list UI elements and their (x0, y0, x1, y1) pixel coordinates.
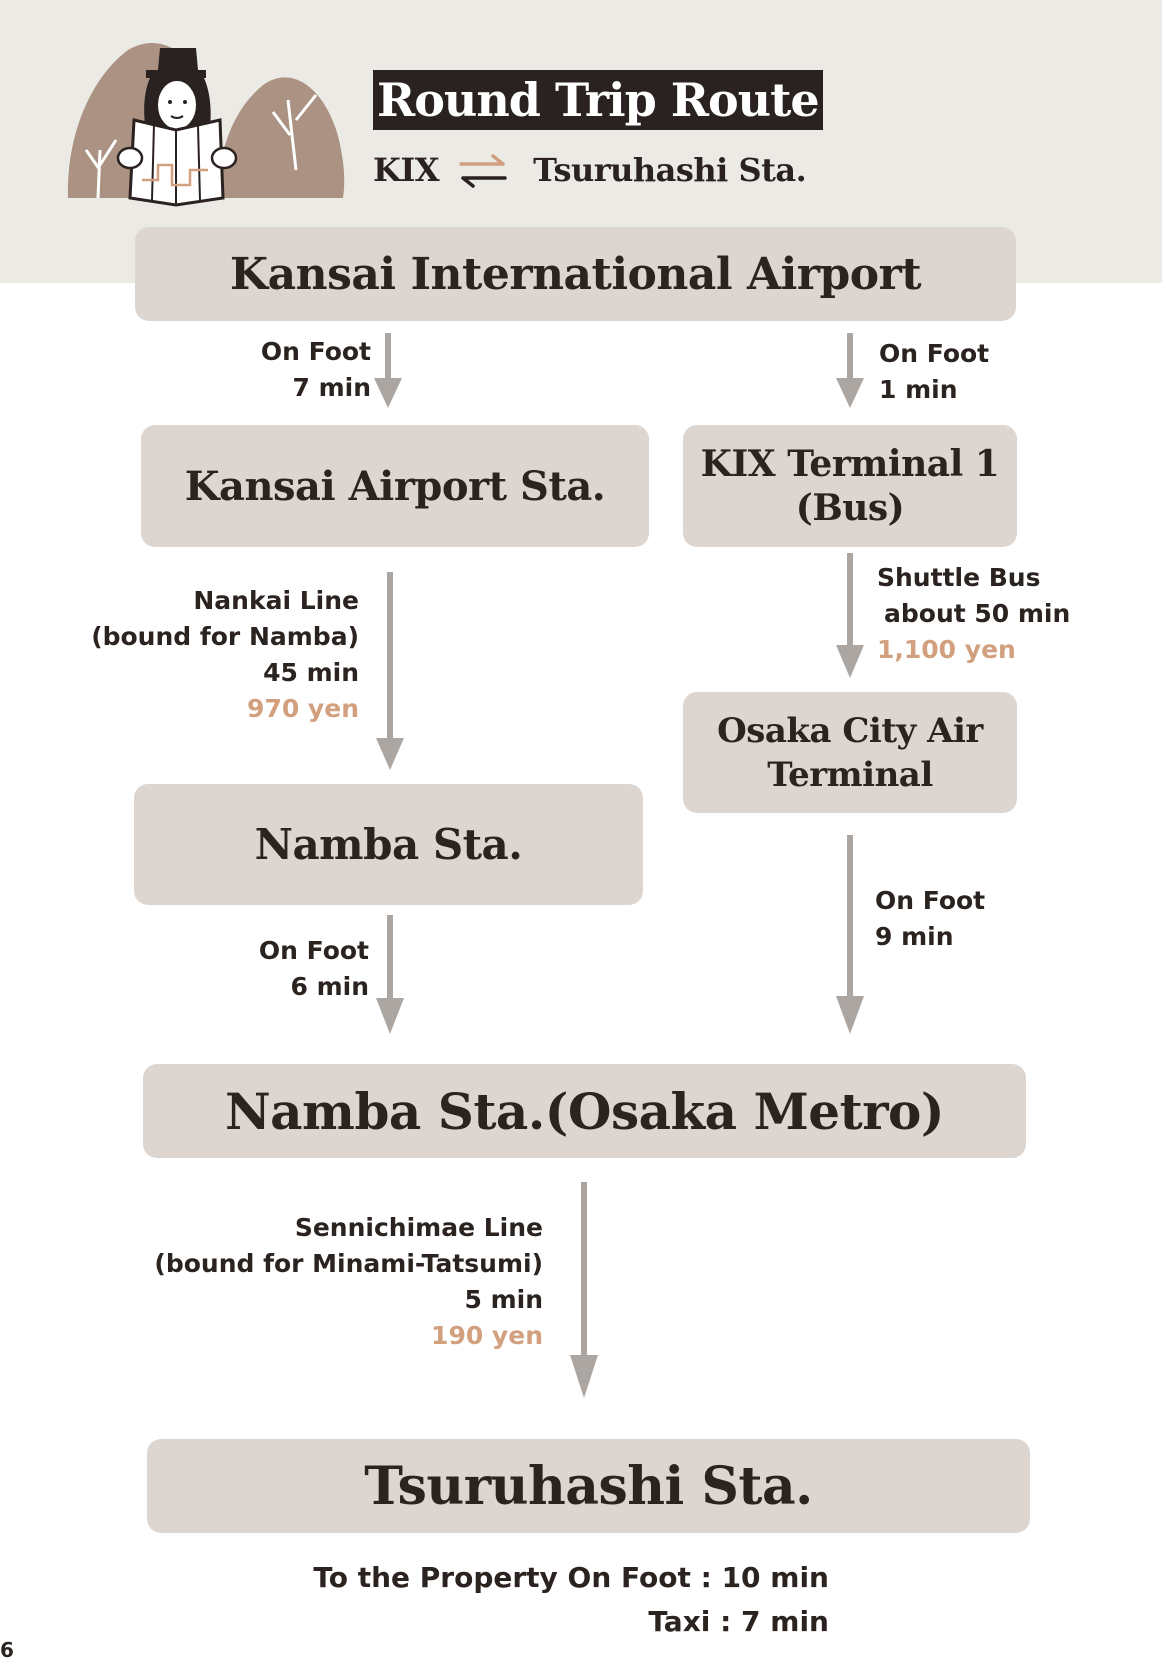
property-taxi-text: Taxi : 7 min (648, 1605, 829, 1638)
down-arrow-icon (836, 835, 864, 1034)
node-label-line1: KIX Terminal 1 (700, 443, 1000, 485)
edge-time: about 50 min (884, 599, 1071, 628)
route-from: KIX (373, 151, 440, 189)
node-kansai-international-airport: Kansai International Airport (135, 227, 1016, 321)
node-label-line2: (Bus) (795, 487, 905, 529)
page-title: Round Trip Route (373, 70, 823, 130)
edge-time: 9 min (875, 922, 954, 951)
edge-bound: (bound for Namba) (91, 622, 359, 651)
edge-bound: (bound for Minami-Tatsumi) (154, 1249, 543, 1278)
edge-time: 6 min (290, 972, 369, 1001)
edge-time: 7 min (292, 373, 371, 402)
property-on-foot-text: To the Property On Foot : 10 min (313, 1561, 829, 1594)
node-label: Namba Sta.(Osaka Metro) (224, 1081, 945, 1141)
node-tsuruhashi-sta: Tsuruhashi Sta. (147, 1439, 1030, 1533)
edge-mode: On Foot (879, 339, 990, 368)
edge-nankai-line-label: Nankai Line (bound for Namba) 45 min 970… (91, 583, 359, 727)
node-label: Tsuruhashi Sta. (364, 1455, 813, 1517)
traveler-with-map-illustration (67, 42, 345, 207)
edge-ocat-to-metro-label: On Foot 9 min (875, 883, 985, 955)
node-label-line1: Osaka City Air (717, 710, 983, 751)
down-arrow-icon (570, 1182, 598, 1398)
edge-airport-to-station-label: On Foot 7 min (261, 334, 371, 406)
node-label: Kansai International Airport (229, 248, 922, 300)
edge-line: Nankai Line (193, 586, 359, 615)
edge-line: Sennichimae Line (294, 1213, 543, 1242)
down-arrow-icon (376, 915, 404, 1034)
node-label: Namba Sta. (254, 820, 523, 869)
edge-price: 1,100 yen (877, 635, 1016, 664)
edge-airport-to-terminal-label: On Foot 1 min (879, 336, 989, 408)
route-to: Tsuruhashi Sta. (533, 151, 807, 189)
down-arrow-icon (836, 333, 864, 408)
route-subtitle: KIX Tsuruhashi Sta. (373, 150, 807, 190)
node-osaka-city-air-terminal: Osaka City Air Terminal (683, 692, 1017, 813)
edge-mode: On Foot (875, 886, 986, 915)
edge-price: 190 yen (431, 1321, 543, 1350)
node-kansai-airport-sta: Kansai Airport Sta. (141, 425, 649, 547)
edge-time: 1 min (879, 375, 958, 404)
page-number: 6 (0, 1638, 14, 1662)
node-namba-sta-osaka-metro: Namba Sta.(Osaka Metro) (143, 1064, 1026, 1158)
node-label-line2: Terminal (767, 754, 933, 795)
swap-arrows-icon (459, 154, 507, 188)
edge-time: 5 min (464, 1285, 543, 1314)
edge-mode: On Foot (258, 936, 369, 965)
down-arrow-icon (836, 553, 864, 678)
edge-shuttle-bus-label: Shuttle Bus about 50 min 1,100 yen (877, 560, 1070, 668)
edge-time: 45 min (263, 658, 359, 687)
down-arrow-icon (374, 333, 402, 408)
edge-namba-to-metro-label: On Foot 6 min (259, 933, 369, 1005)
property-access-note: To the Property On Foot : 10 min Taxi : … (313, 1556, 829, 1644)
node-label: Kansai Airport Sta. (184, 462, 606, 510)
node-kix-terminal-1: KIX Terminal 1 (Bus) (683, 425, 1017, 547)
edge-sennichimae-line-label: Sennichimae Line (bound for Minami-Tatsu… (154, 1210, 543, 1354)
edge-mode: On Foot (260, 337, 371, 366)
edge-price: 970 yen (247, 694, 359, 723)
edge-line: Shuttle Bus (877, 563, 1041, 592)
node-namba-sta: Namba Sta. (134, 784, 643, 905)
down-arrow-icon (376, 572, 404, 770)
